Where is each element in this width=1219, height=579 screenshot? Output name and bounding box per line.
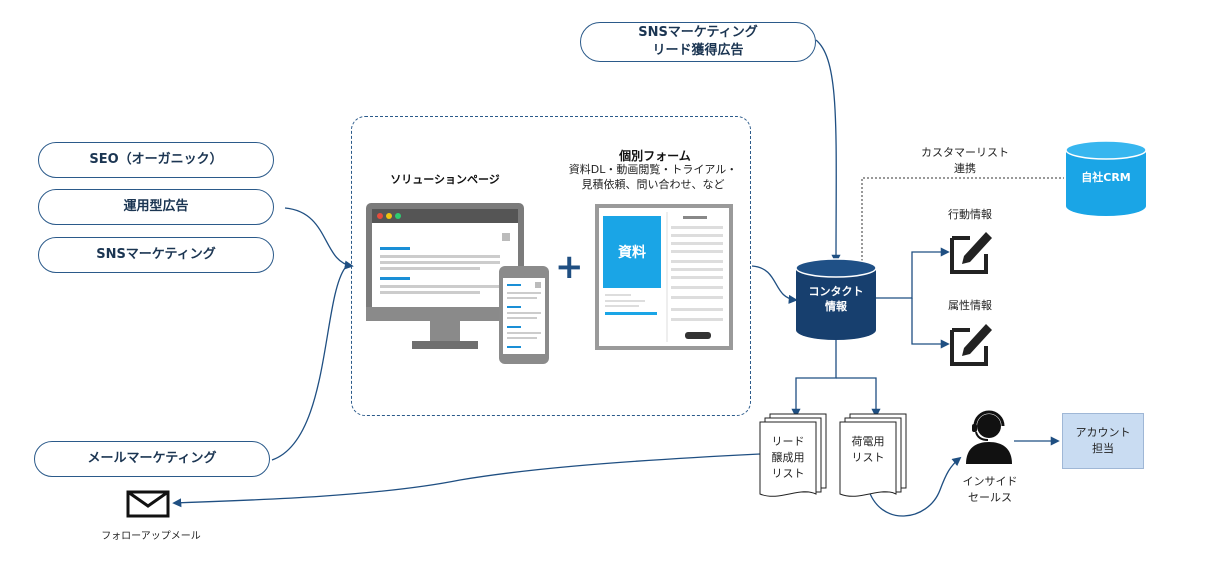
crm-link-line2: 連携 — [954, 161, 976, 175]
form-illustration: 資料 — [595, 204, 733, 350]
source-sns-lead-ad: SNSマーケティング リード獲得広告 — [580, 22, 816, 62]
contact-label-line2: 情報 — [825, 300, 847, 313]
source-ads: 運用型広告 — [38, 189, 274, 225]
nurture-list-document-icon — [759, 413, 827, 497]
envelope-icon — [126, 490, 170, 518]
sns-lead-line2: リード獲得広告 — [652, 43, 744, 58]
nurture-list-label: リード 醸成用 リスト — [760, 434, 816, 482]
inside-sales-line1: インサイド — [962, 475, 1018, 488]
edit-note-icon — [950, 324, 992, 366]
crm-link-line1: カスタマーリスト — [921, 146, 1009, 159]
contact-database-icon — [795, 258, 877, 340]
source-sns: SNSマーケティング — [38, 237, 274, 273]
form-fields-icon — [605, 212, 723, 342]
form-title: 個別フォーム — [619, 149, 691, 163]
call-list-line2: リスト — [851, 450, 885, 464]
landing-area-box — [351, 116, 751, 416]
account-line1: アカウント — [1075, 426, 1131, 439]
solution-page-title: ソリューションページ — [390, 173, 500, 186]
attribute-info-label: 属性情報 — [948, 299, 992, 312]
nurture-list-line1: リード — [771, 435, 805, 448]
account-manager-box: アカウント 担当 — [1062, 413, 1144, 469]
nurture-list-line3: リスト — [771, 466, 805, 480]
inside-sales-line2: セールス — [968, 490, 1012, 504]
form-desc-line1: 資料DL・動画閲覧・トライアル・ — [568, 163, 738, 176]
document-card-label: 資料 — [618, 245, 646, 261]
headset-operator-icon — [966, 410, 1012, 464]
plus-icon: + — [555, 247, 584, 287]
call-list-document-icon — [839, 413, 907, 497]
desktop-monitor-icon — [366, 203, 524, 349]
nurture-list-line2: 醸成用 — [771, 450, 805, 464]
contact-label-line1: コンタクト — [808, 285, 864, 298]
crm-database-icon — [1065, 140, 1147, 216]
source-mail: メールマーケティング — [34, 441, 270, 477]
call-list-label: 荷電用 リスト — [840, 434, 896, 466]
crm-link-label: カスタマーリスト 連携 — [905, 145, 1025, 177]
source-sns-label: SNSマーケティング — [96, 247, 216, 263]
source-mail-label: メールマーケティング — [87, 451, 217, 467]
source-seo-label: SEO（オーガニック） — [89, 152, 223, 168]
account-line2: 担当 — [1092, 442, 1114, 455]
form-desc-line2: 見積依頼、問い合わせ、など — [581, 178, 725, 191]
document-card: 資料 — [603, 216, 661, 288]
edit-note-icon — [950, 232, 992, 274]
source-seo: SEO（オーガニック） — [38, 142, 274, 178]
sns-lead-line1: SNSマーケティング — [638, 25, 758, 41]
followup-mail-label: フォローアップメール — [101, 531, 201, 542]
source-ads-label: 運用型広告 — [123, 199, 189, 215]
smartphone-icon — [499, 266, 549, 364]
behavior-info-label: 行動情報 — [948, 208, 992, 221]
crm-label: 自社CRM — [1081, 171, 1131, 184]
inside-sales-label: インサイド セールス — [955, 474, 1025, 506]
call-list-line1: 荷電用 — [851, 435, 885, 448]
contact-label: コンタクト 情報 — [800, 284, 872, 314]
